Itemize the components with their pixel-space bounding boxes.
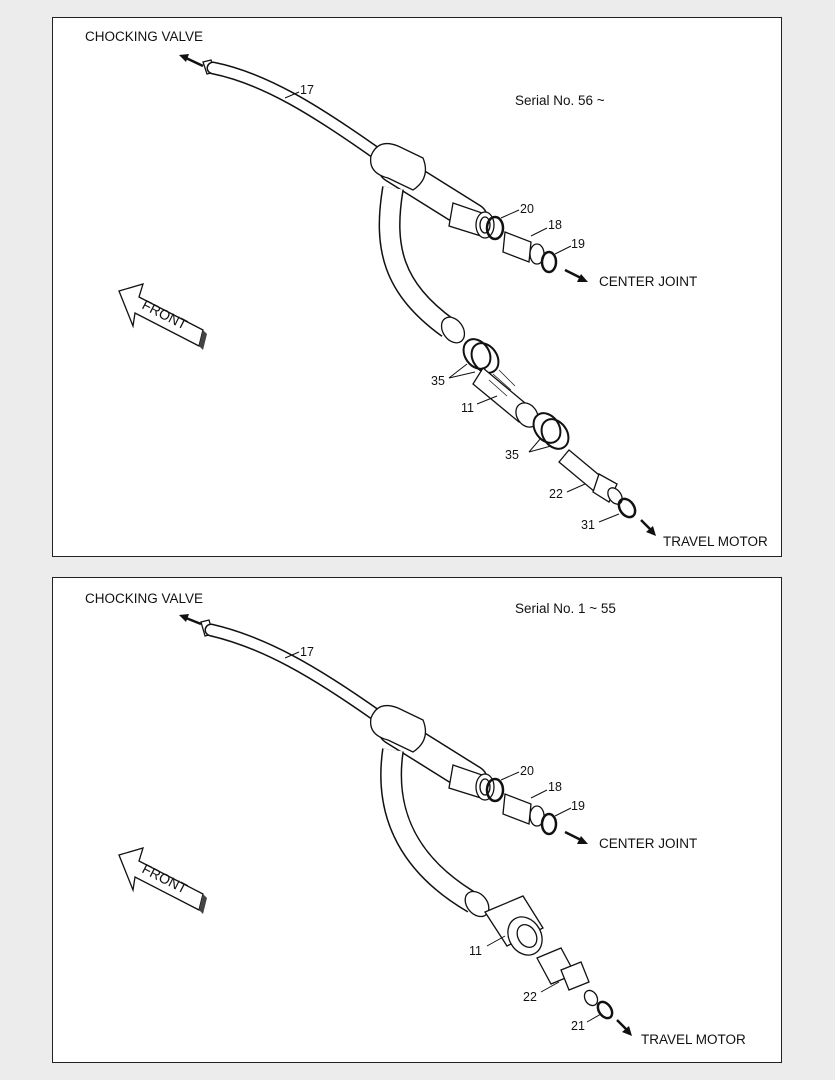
callout-11: 11 (461, 395, 498, 415)
arrow-to-center-joint (564, 268, 588, 282)
front-direction-arrow: FRONT (118, 847, 207, 914)
svg-text:18: 18 (548, 780, 562, 794)
svg-text:11: 11 (469, 944, 482, 958)
svg-text:31: 31 (581, 518, 595, 532)
hose-diagram-top: CHOCKING VALVE Serial No. 56 ~ CENTER JO… (85, 29, 768, 549)
o-ring-20 (485, 215, 505, 241)
fitting-22 (536, 947, 599, 1007)
hose-11 (472, 367, 539, 428)
svg-text:20: 20 (520, 202, 534, 216)
callout-35-upper: 35 (431, 363, 476, 388)
svg-text:17: 17 (300, 83, 314, 97)
svg-text:19: 19 (571, 799, 585, 813)
o-ring-31 (617, 497, 637, 519)
travel-motor-label: TRAVEL MOTOR (641, 1032, 746, 1047)
callout-22: 22 (523, 981, 560, 1004)
svg-text:20: 20 (520, 764, 534, 778)
adapter-18 (502, 231, 545, 265)
callout-17: 17 (284, 645, 314, 659)
clamp-35-upper (462, 338, 500, 374)
chocking-valve-label: CHOCKING VALVE (85, 591, 203, 606)
coupling-11 (484, 895, 544, 956)
branch-hose (378, 186, 466, 344)
callout-17: 17 (284, 83, 314, 99)
svg-text:21: 21 (571, 1019, 585, 1033)
serial-number-label: Serial No. 1 ~ 55 (515, 601, 616, 616)
hose-diagram-bottom: CHOCKING VALVE Serial No. 1 ~ 55 CENTER … (85, 591, 746, 1047)
diagram-panel-serial-56-up: CHOCKING VALVE Serial No. 56 ~ CENTER JO… (52, 17, 782, 557)
svg-text:22: 22 (549, 487, 563, 501)
svg-text:19: 19 (571, 237, 585, 251)
hose-17 (200, 619, 390, 727)
o-ring-19 (540, 250, 558, 274)
arrow-to-travel-motor (640, 519, 656, 536)
arrow-to-center-joint (564, 830, 588, 844)
callout-19: 19 (554, 237, 585, 255)
arrow-to-chocking-valve (179, 54, 204, 68)
o-ring-19 (540, 812, 558, 836)
svg-text:22: 22 (523, 990, 537, 1004)
diagram-panel-serial-1-55: CHOCKING VALVE Serial No. 1 ~ 55 CENTER … (52, 577, 782, 1063)
callout-35-lower: 35 (505, 437, 552, 462)
arrow-to-chocking-valve (179, 614, 202, 626)
clamp-35-lower (532, 412, 570, 450)
fitting-22 (558, 449, 623, 505)
callout-11: 11 (469, 935, 506, 958)
arrow-to-travel-motor (616, 1019, 632, 1036)
svg-text:35: 35 (505, 448, 519, 462)
tee-fitting (369, 142, 495, 239)
travel-motor-label: TRAVEL MOTOR (663, 534, 768, 549)
adapter-18 (502, 793, 545, 827)
serial-number-label: Serial No. 56 ~ (515, 93, 605, 108)
branch-hose (380, 748, 490, 918)
center-joint-label: CENTER JOINT (599, 836, 697, 851)
front-direction-arrow: FRONT (118, 283, 207, 350)
tee-fitting (369, 704, 495, 801)
callout-19: 19 (554, 799, 585, 817)
callout-22: 22 (549, 483, 586, 501)
center-joint-label: CENTER JOINT (599, 274, 697, 289)
callout-20: 20 (500, 202, 534, 219)
chocking-valve-label: CHOCKING VALVE (85, 29, 203, 44)
callout-18: 18 (530, 780, 562, 799)
svg-text:18: 18 (548, 218, 562, 232)
svg-text:35: 35 (431, 374, 445, 388)
o-ring-21 (596, 1000, 614, 1020)
callout-21: 21 (571, 1013, 602, 1033)
svg-text:11: 11 (461, 401, 474, 415)
callout-20: 20 (500, 764, 534, 781)
callout-18: 18 (530, 218, 562, 237)
svg-text:17: 17 (300, 645, 314, 659)
o-ring-20 (485, 777, 505, 803)
callout-31: 31 (581, 513, 620, 532)
hose-17 (202, 59, 390, 165)
